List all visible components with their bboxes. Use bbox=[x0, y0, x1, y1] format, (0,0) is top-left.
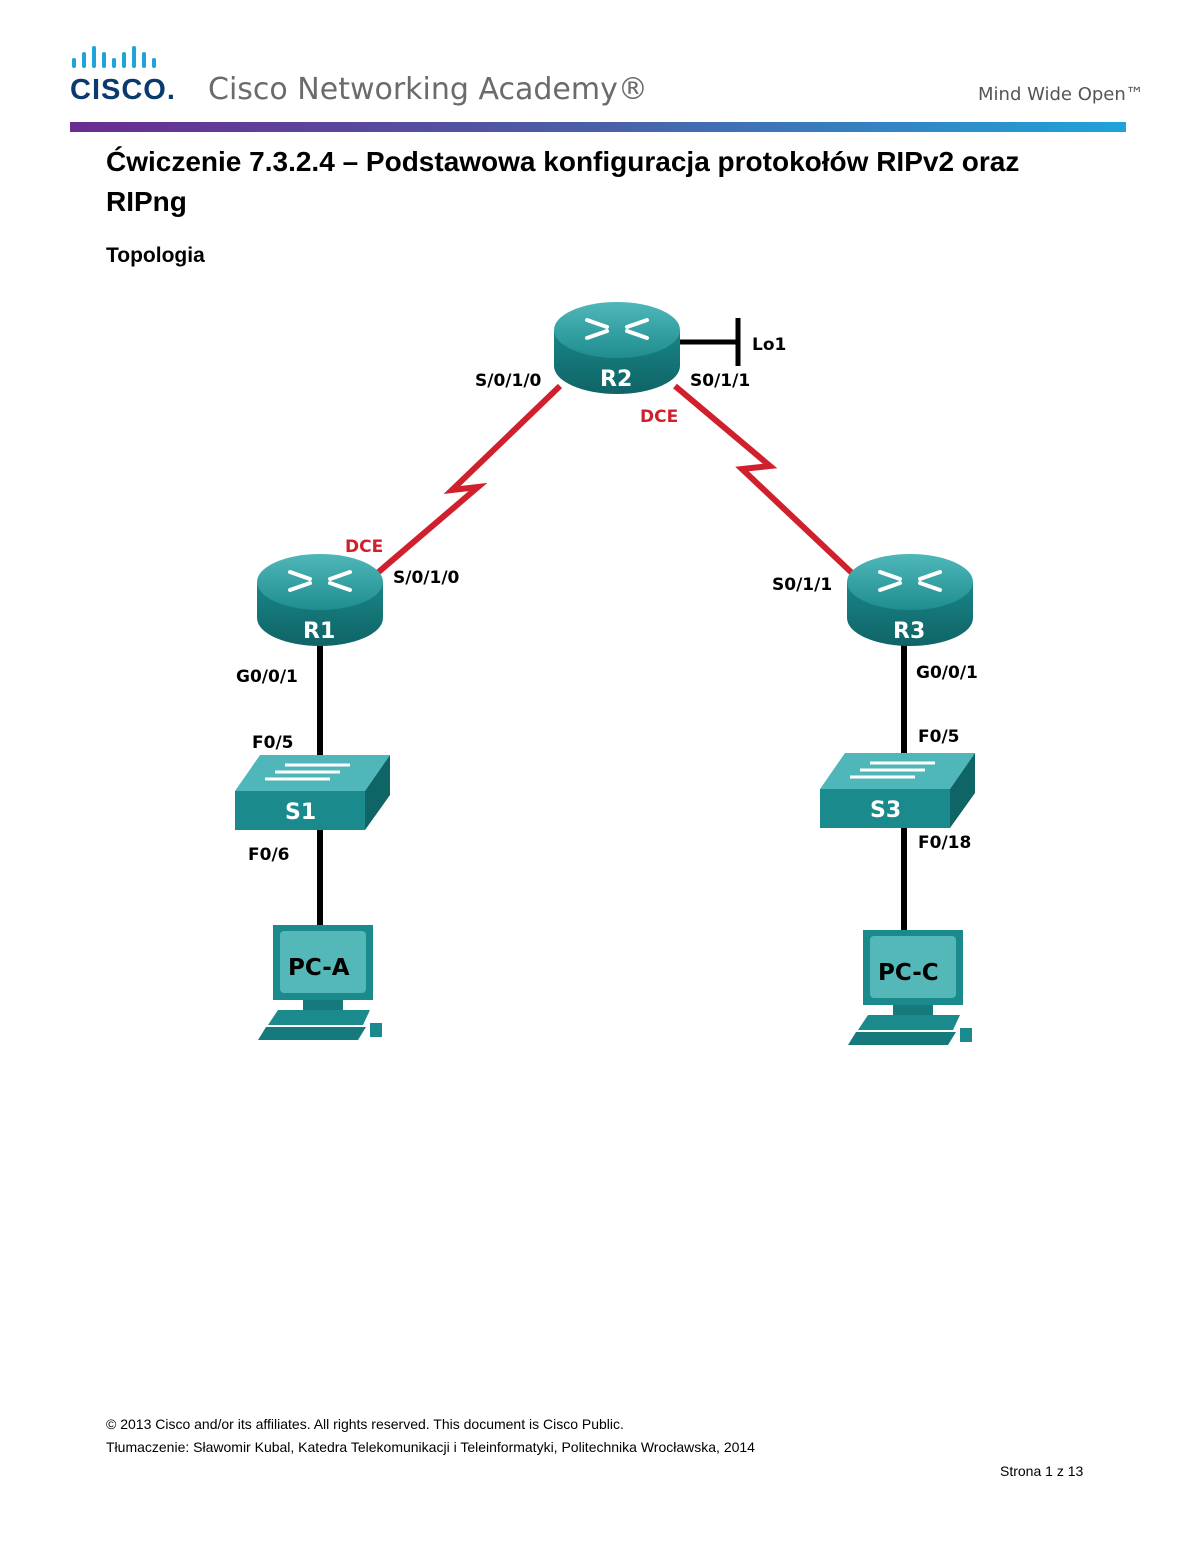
cisco-logo-bars bbox=[72, 46, 156, 68]
r2-left-interface-label: S/0/1/0 bbox=[475, 371, 542, 391]
r3-gig-interface-label: G0/0/1 bbox=[916, 663, 978, 683]
cisco-logo-word: CISCO. bbox=[70, 74, 176, 106]
tagline: Mind Wide Open™ bbox=[978, 84, 1144, 105]
pc-c-label: PC-C bbox=[878, 960, 939, 986]
switch-s1-icon: S1 bbox=[235, 755, 390, 830]
topology-diagram: R2 R1 R3 S1 S3 bbox=[235, 302, 978, 1045]
s1-downlink-port-label: F0/6 bbox=[248, 845, 289, 865]
pc-a-icon: PC-A bbox=[258, 925, 382, 1040]
r3-serial-interface-label: S0/1/1 bbox=[772, 575, 832, 595]
r2-loopback-label: Lo1 bbox=[752, 335, 786, 355]
s3-uplink-port-label: F0/5 bbox=[918, 727, 959, 747]
footer-copyright: © 2013 Cisco and/or its affiliates. All … bbox=[106, 1416, 624, 1432]
s1-uplink-port-label: F0/5 bbox=[252, 733, 293, 753]
pc-a-label: PC-A bbox=[288, 955, 350, 981]
header-divider-bar bbox=[70, 122, 1126, 132]
r1-serial-interface-label: S/0/1/0 bbox=[393, 568, 460, 588]
s3-downlink-port-label: F0/18 bbox=[918, 833, 971, 853]
r2-dce-label: DCE bbox=[640, 407, 678, 427]
switch-s3-label: S3 bbox=[870, 798, 901, 823]
router-r2-label: R2 bbox=[600, 367, 632, 392]
r1-gig-interface-label: G0/0/1 bbox=[236, 667, 298, 687]
r2-right-interface-label: S0/1/1 bbox=[690, 371, 750, 391]
switch-s1-label: S1 bbox=[285, 800, 316, 825]
r1-dce-label: DCE bbox=[345, 537, 383, 557]
section-heading: Topologia bbox=[106, 244, 205, 267]
router-r1-label: R1 bbox=[303, 619, 335, 644]
router-r3-icon: R3 bbox=[847, 554, 973, 646]
serial-link-r1-r2 bbox=[373, 383, 563, 578]
router-r1-icon: R1 bbox=[257, 554, 383, 646]
serial-link-r2-r3 bbox=[673, 383, 855, 576]
academy-title: Cisco Networking Academy® bbox=[208, 72, 648, 107]
pc-c-icon: PC-C bbox=[848, 930, 972, 1045]
footer-translation: Tłumaczenie: Sławomir Kubal, Katedra Tel… bbox=[106, 1439, 755, 1455]
page-number: Strona 1 z 13 bbox=[1000, 1463, 1084, 1479]
router-r2-icon: R2 bbox=[554, 302, 680, 394]
document-title: Ćwiczenie 7.3.2.4 – Podstawowa konfigura… bbox=[106, 146, 1020, 217]
switch-s3-icon: S3 bbox=[820, 753, 975, 828]
router-r3-label: R3 bbox=[893, 619, 925, 644]
